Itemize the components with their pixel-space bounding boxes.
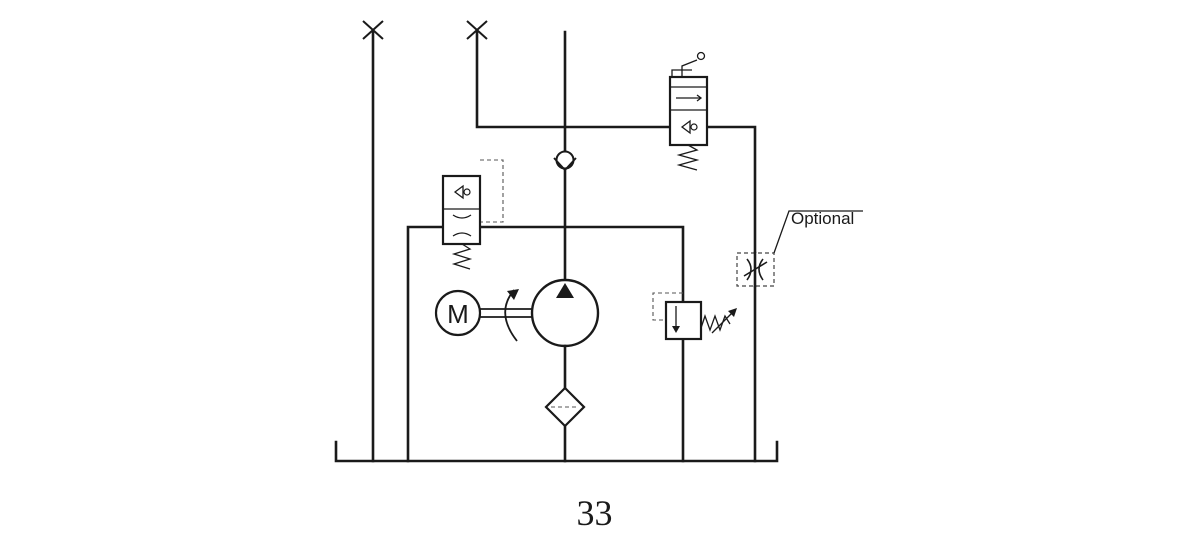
- solenoid-valve-left: [441, 159, 504, 270]
- tank-reservoir: [334, 440, 779, 463]
- optional-label: Optional: [791, 209, 854, 228]
- suction-filter: [544, 344, 586, 463]
- check-valve: [553, 150, 577, 172]
- electric-motor: M: [434, 289, 532, 337]
- pressure-loop: [406, 225, 685, 463]
- solenoid-valve-upper: [668, 51, 709, 171]
- plugged-line-left: [362, 20, 384, 463]
- figure-number: 33: [576, 493, 613, 533]
- hydraulic-pump: [530, 278, 600, 348]
- rotation-arrow: [504, 289, 519, 342]
- optional-throttle: Optional: [736, 209, 863, 288]
- pressure-relief-valve: [652, 292, 737, 341]
- motor-label: M: [447, 299, 469, 329]
- plugged-line-right: [466, 20, 757, 463]
